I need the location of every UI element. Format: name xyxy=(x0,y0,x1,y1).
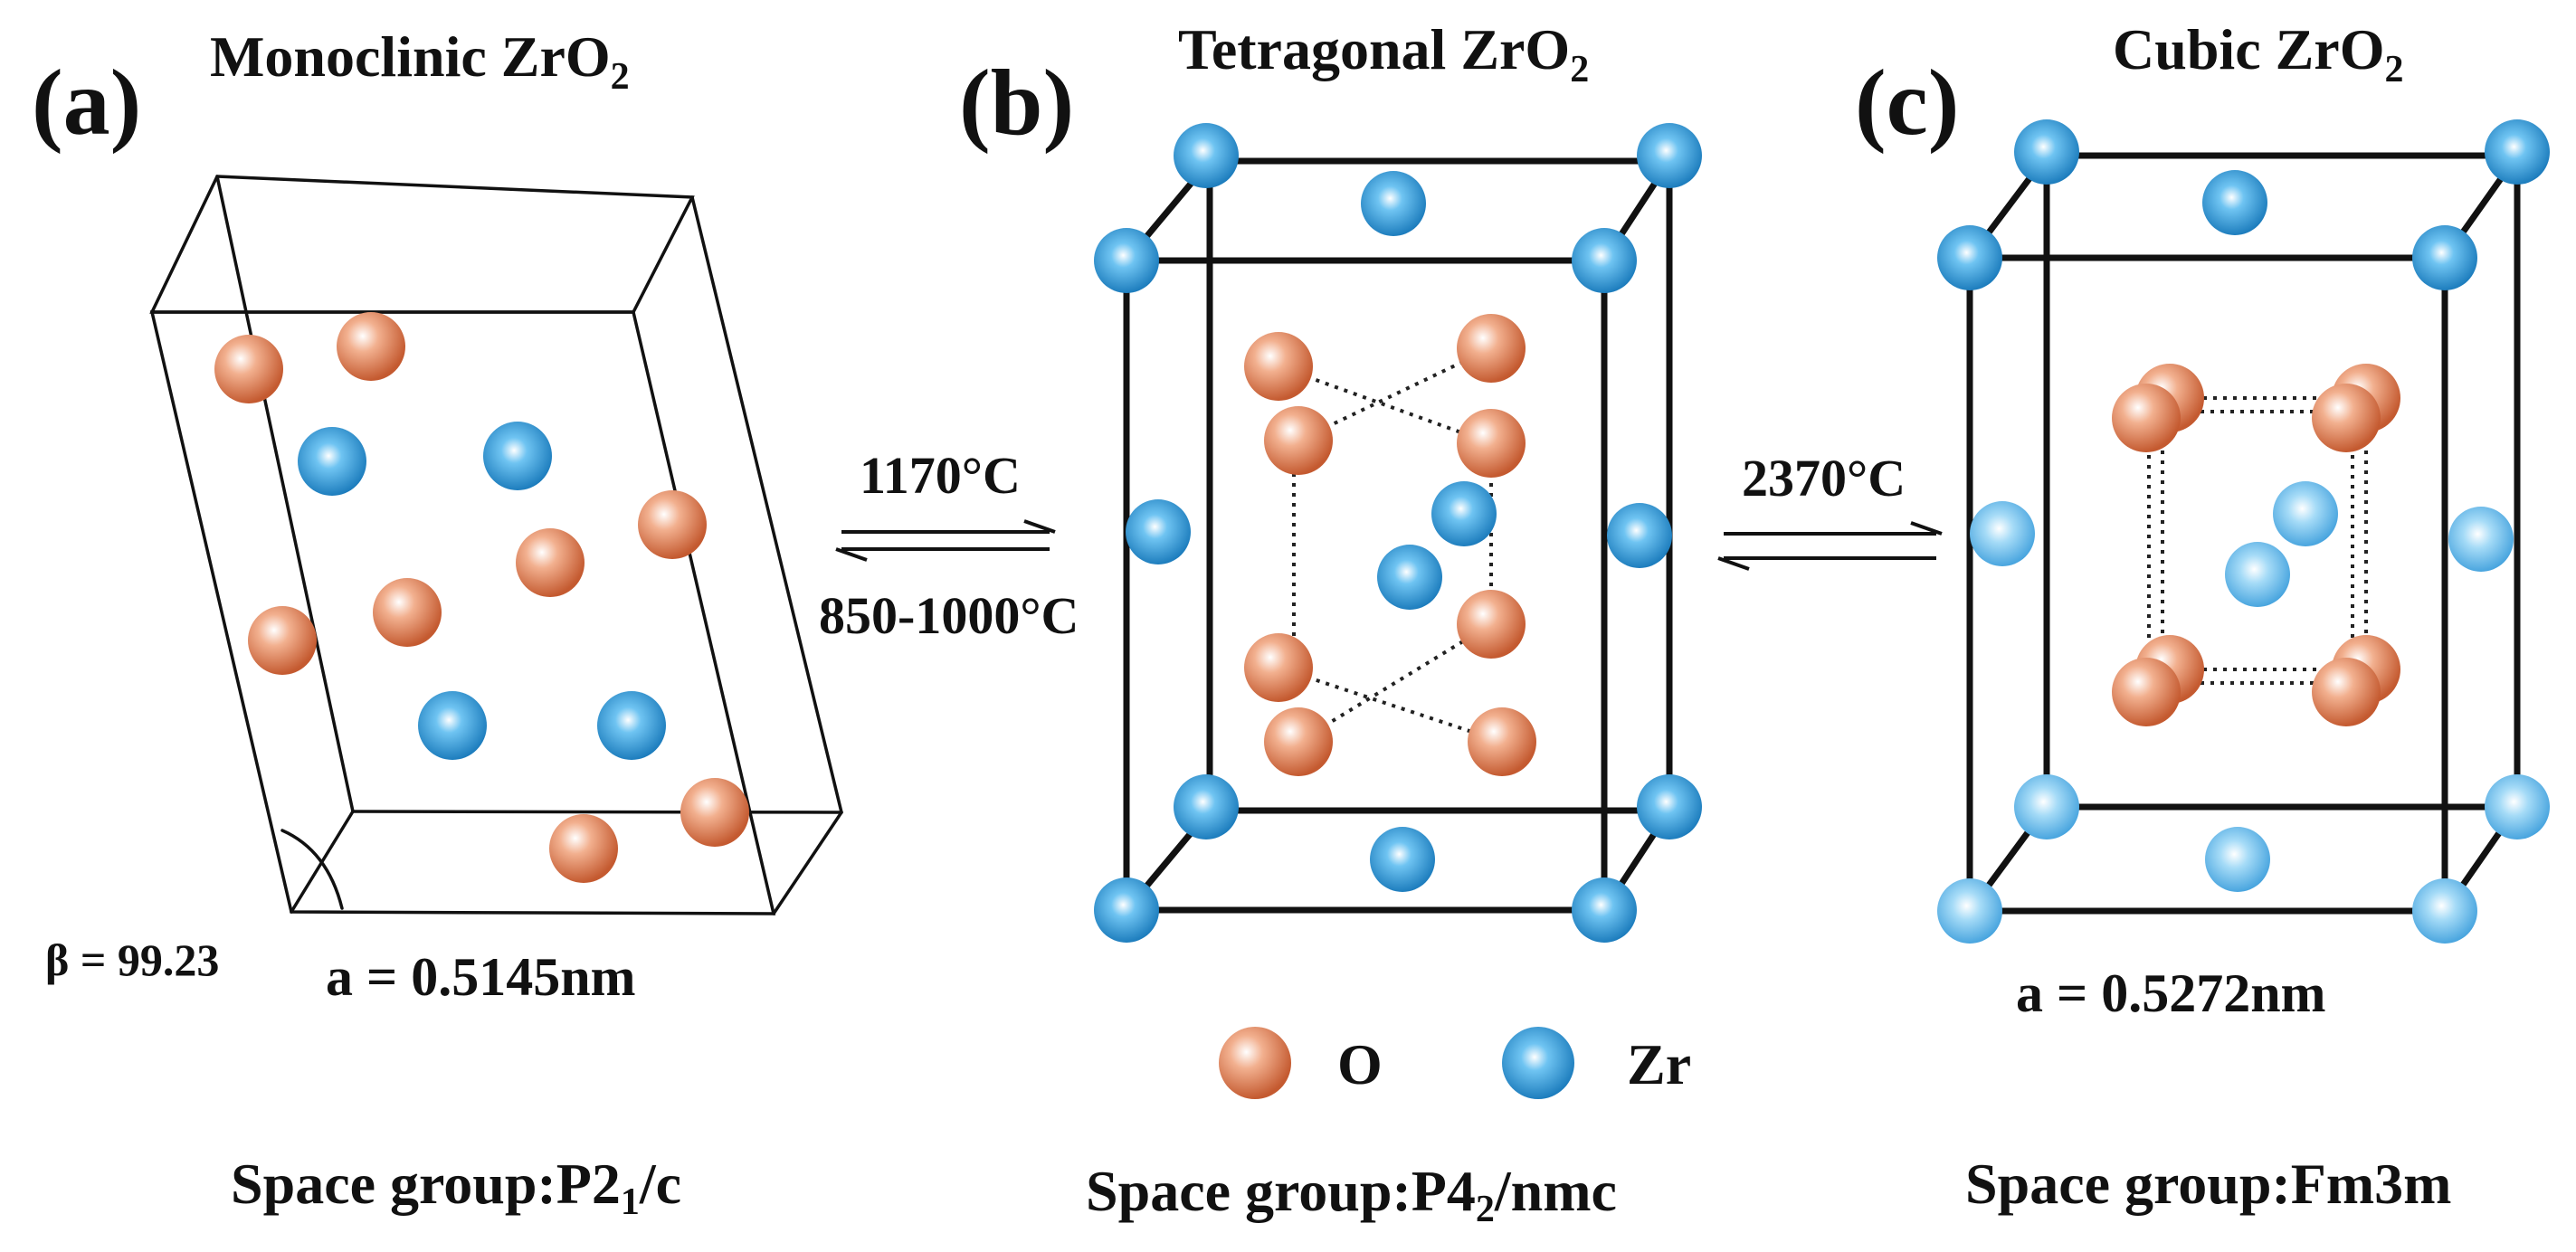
zirconium-atom xyxy=(2014,119,2079,185)
oxygen-atom xyxy=(638,490,707,559)
zirconium-atom xyxy=(1361,171,1426,236)
zirconium-atom xyxy=(1970,501,2035,566)
zirconium-atom xyxy=(2485,774,2550,839)
oxygen-atom xyxy=(248,606,317,675)
beta-angle: β = 99.23 xyxy=(45,934,219,985)
oxygen-atom xyxy=(1468,707,1536,776)
zirconium-atom xyxy=(1937,878,2002,944)
transition-1-reverse-temp: 850-1000°C xyxy=(819,586,1079,645)
panel-a-title: Monoclinic ZrO2 xyxy=(210,24,630,98)
monoclinic-lattice-parameter: a = 0.5145nm xyxy=(326,947,636,1007)
panel-c-label: (c) xyxy=(1855,51,1959,155)
zirconium-atom xyxy=(2202,170,2267,235)
panel-a: (a) Monoclinic ZrO2 β = 99.23 a = 0.5145… xyxy=(32,24,843,1223)
zirconium-atom xyxy=(1094,228,1159,293)
oxygen-atom xyxy=(680,778,749,847)
transition-1-forward-temp: 1170°C xyxy=(860,446,1021,505)
zirconium-atom xyxy=(1370,827,1435,892)
zirconium-atom xyxy=(2205,827,2270,892)
monoclinic-space-group: Space group:P21/c xyxy=(231,1152,681,1223)
oxygen-atom xyxy=(2112,384,2181,452)
zirconium-atom xyxy=(2014,774,2079,839)
panel-b-label: (b) xyxy=(959,51,1074,155)
zirconium-atom xyxy=(1572,877,1637,943)
zirconium-atom xyxy=(1094,877,1159,943)
zirconium-atom xyxy=(1174,774,1239,839)
tetragonal-atoms xyxy=(1094,123,1702,943)
zirconium-atom xyxy=(2412,878,2477,944)
zirconium-atom xyxy=(1572,228,1637,293)
cubic-atoms xyxy=(1937,119,2550,944)
zirconium-atom xyxy=(2225,542,2290,607)
monoclinic-atoms xyxy=(214,312,749,883)
legend-zirconium-label: Zr xyxy=(1627,1032,1691,1096)
oxygen-atom xyxy=(549,814,618,883)
monoclinic-unit-cell xyxy=(149,175,843,915)
cubic-space-group: Space group:Fm3m xyxy=(1965,1152,2451,1216)
transition-a-b: 1170°C 850-1000°C xyxy=(819,446,1079,645)
zirconium-atom xyxy=(597,691,666,760)
oxygen-atom xyxy=(1244,633,1313,702)
oxygen-atom xyxy=(1457,590,1526,659)
oxygen-atom xyxy=(337,312,405,381)
zirconium-atom xyxy=(1174,123,1239,188)
zirconium-atom xyxy=(298,427,366,496)
oxygen-atom xyxy=(2112,658,2181,726)
zirconium-atom xyxy=(2485,119,2550,185)
legend-zirconium-swatch xyxy=(1502,1027,1574,1099)
zirconium-atom xyxy=(483,422,552,490)
panel-a-label: (a) xyxy=(32,51,141,155)
panel-c: (c) Cubic ZrO2 xyxy=(1855,17,2550,1216)
oxygen-atom xyxy=(1264,406,1333,475)
zirconium-atom xyxy=(2412,225,2477,290)
zirconium-atom xyxy=(418,691,487,760)
legend-oxygen-swatch xyxy=(1219,1027,1291,1099)
zirconium-atom xyxy=(1637,123,1702,188)
panel-c-title: Cubic ZrO2 xyxy=(2113,17,2403,90)
oxygen-atom xyxy=(1457,314,1526,383)
oxygen-atom xyxy=(1244,332,1313,401)
legend: O Zr xyxy=(1219,1027,1691,1099)
oxygen-atom xyxy=(373,578,442,647)
zirconium-atom xyxy=(2273,481,2338,546)
panel-b-title: Tetragonal ZrO2 xyxy=(1178,17,1589,90)
oxygen-atom xyxy=(1264,707,1333,776)
transition-2-forward-temp: 2370°C xyxy=(1742,449,1906,507)
oxygen-atom xyxy=(214,335,283,403)
panel-b: (b) Tetragonal ZrO2 xyxy=(959,17,1702,1230)
oxygen-atom xyxy=(516,528,585,597)
transition-b-c: 2370°C xyxy=(1717,449,1943,571)
legend-oxygen-label: O xyxy=(1337,1032,1383,1096)
oxygen-atom xyxy=(1457,409,1526,478)
zirconium-atom xyxy=(1607,503,1672,568)
tetragonal-space-group: Space group:P42/nmc xyxy=(1086,1159,1617,1230)
zirconium-atom xyxy=(1126,499,1191,564)
zirconium-atom xyxy=(2448,507,2514,572)
zirconium-atom xyxy=(1637,774,1702,839)
zirconium-atom xyxy=(1937,225,2002,290)
zirconium-atom xyxy=(1431,481,1497,546)
oxygen-atom xyxy=(2312,384,2381,452)
oxygen-atom xyxy=(2312,658,2381,726)
zirconium-atom xyxy=(1377,545,1442,610)
cubic-lattice-parameter: a = 0.5272nm xyxy=(2016,963,2326,1023)
